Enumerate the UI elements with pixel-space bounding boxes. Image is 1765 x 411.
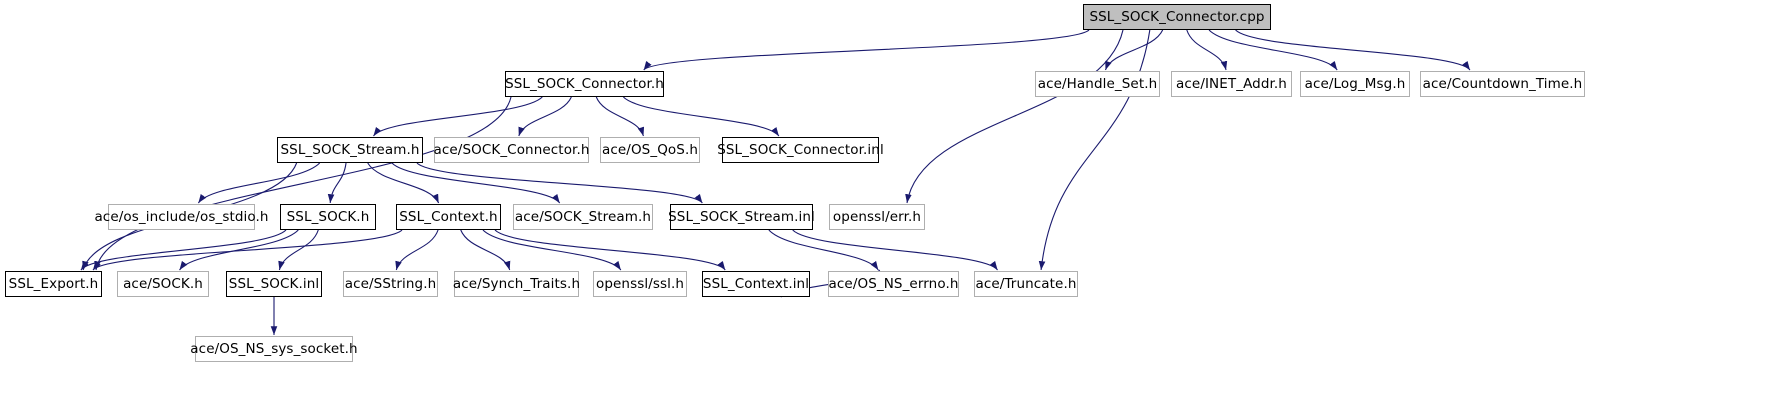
graph-node-ace-sock-h[interactable]: ace/SOCK.h: [117, 271, 209, 297]
graph-edge: [391, 162, 561, 204]
graph-edge: [197, 162, 321, 204]
graph-node-ace-inet-addr-h[interactable]: ace/INET_Addr.h: [1171, 71, 1292, 97]
graph-node-label: ace/SOCK.h: [123, 276, 203, 292]
graph-edge: [373, 96, 543, 137]
graph-edge: [179, 229, 299, 271]
graph-node-label: SSL_SOCK_Connector.h: [505, 76, 664, 92]
graph-node-label: ace/SString.h: [344, 276, 437, 292]
graph-node-ssl-context-inl[interactable]: SSL_Context.inl: [702, 271, 810, 297]
graph-edge: [80, 229, 287, 271]
graph-node-ace-countdown-time-h[interactable]: ace/Countdown_Time.h: [1420, 71, 1585, 97]
graph-node-ace-sock-stream-h[interactable]: ace/SOCK_Stream.h: [513, 204, 653, 230]
graph-node-ssl-sock-stream-h[interactable]: SSL_SOCK_Stream.h: [277, 137, 423, 163]
graph-node-label: SSL_Export.h: [8, 276, 99, 292]
graph-node-label: openssl/ssl.h: [595, 276, 685, 292]
graph-node-ace-os-ns-errno-h[interactable]: ace/OS_NS_errno.h: [828, 271, 959, 297]
graph-node-ace-handle-set-h[interactable]: ace/Handle_Set.h: [1035, 71, 1160, 97]
graph-node-ssl-sock-connector-cpp[interactable]: SSL_SOCK_Connector.cpp: [1083, 4, 1271, 30]
graph-node-label: SSL_SOCK_Connector.inl: [717, 142, 884, 158]
graph-node-label: ace/Countdown_Time.h: [1422, 76, 1583, 92]
graph-node-label: ace/Handle_Set.h: [1037, 76, 1158, 92]
graph-edge: [905, 29, 1124, 204]
graph-node-label: SSL_Context.inl: [702, 276, 810, 292]
graph-edge: [395, 229, 439, 271]
graph-node-ace-os-include-os-stdio-h[interactable]: ace/os_include/os_stdio.h: [94, 204, 268, 230]
graph-node-label: SSL_SOCK.h: [286, 209, 370, 225]
graph-node-label: ace/OS_NS_errno.h: [828, 276, 959, 292]
graph-edge: [1038, 29, 1151, 271]
graph-node-label: SSL_Context.h: [399, 209, 498, 225]
graph-node-label: ace/Log_Msg.h: [1304, 76, 1406, 92]
graph-node-ace-log-msg-h[interactable]: ace/Log_Msg.h: [1300, 71, 1410, 97]
graph-edge: [792, 229, 998, 271]
graph-node-label: SSL_SOCK_Connector.cpp: [1089, 9, 1265, 25]
graph-node-openssl-err-h[interactable]: openssl/err.h: [829, 204, 925, 230]
graph-node-ssl-sock-h[interactable]: SSL_SOCK.h: [280, 204, 376, 230]
graph-edge: [1235, 29, 1471, 71]
graph-edge: [1104, 29, 1164, 71]
graph-node-ace-sock-connector-h[interactable]: ace/SOCK_Connector.h: [434, 137, 589, 163]
graph-edge: [460, 229, 511, 271]
graph-edge: [494, 229, 726, 271]
graph-node-ssl-context-h[interactable]: SSL_Context.h: [396, 204, 501, 230]
graph-node-label: ace/os_include/os_stdio.h: [94, 209, 269, 225]
graph-edge: [643, 29, 1090, 71]
graph-node-label: SSL_SOCK_Stream.inl: [668, 209, 815, 225]
graph-edge: [416, 162, 703, 204]
graph-edge: [92, 229, 403, 271]
graph-node-label: ace/SOCK_Stream.h: [514, 209, 652, 225]
graph-node-label: ace/OS_QoS.h: [602, 142, 698, 158]
graph-node-label: ace/INET_Addr.h: [1176, 76, 1287, 92]
graph-node-label: openssl/err.h: [832, 209, 922, 225]
graph-node-label: SSL_SOCK_Stream.h: [280, 142, 420, 158]
graph-edge: [482, 229, 622, 271]
graph-node-ssl-export-h[interactable]: SSL_Export.h: [5, 271, 102, 297]
graph-edge: [1208, 29, 1338, 71]
graph-node-ace-os-ns-sys-socket-h[interactable]: ace/OS_NS_sys_socket.h: [190, 336, 358, 362]
graph-node-ssl-sock-connector-inl[interactable]: SSL_SOCK_Connector.inl: [717, 137, 884, 163]
graph-node-ace-sstring-h[interactable]: ace/SString.h: [343, 271, 438, 297]
graph-node-label: ace/OS_NS_sys_socket.h: [190, 341, 358, 357]
graph-node-label: SSL_SOCK.inl: [228, 276, 320, 292]
graph-edge: [278, 229, 319, 271]
graph-node-label: ace/Truncate.h: [975, 276, 1077, 292]
graph-node-ace-synch-traits-h[interactable]: ace/Synch_Traits.h: [452, 271, 581, 297]
graph-node-label: ace/SOCK_Connector.h: [433, 142, 590, 158]
graph-node-label: ace/Synch_Traits.h: [452, 276, 581, 292]
graph-edge: [367, 162, 440, 204]
graph-node-ssl-sock-connector-h[interactable]: SSL_SOCK_Connector.h: [505, 71, 664, 97]
graph-edge: [768, 229, 879, 271]
graph-edge: [327, 162, 347, 204]
graph-node-ssl-sock-inl[interactable]: SSL_SOCK.inl: [226, 271, 322, 297]
graph-node-ace-os-qos-h[interactable]: ace/OS_QoS.h: [600, 137, 700, 163]
graph-edge: [1186, 29, 1228, 71]
graph-node-ace-truncate-h[interactable]: ace/Truncate.h: [974, 271, 1078, 297]
graph-node-openssl-ssl-h[interactable]: openssl/ssl.h: [593, 271, 687, 297]
graph-node-ssl-sock-stream-inl[interactable]: SSL_SOCK_Stream.inl: [668, 204, 815, 230]
graph-edge: [518, 96, 572, 137]
graph-edge: [595, 96, 645, 137]
graph-edge: [94, 96, 512, 271]
graph-edge: [622, 96, 780, 137]
